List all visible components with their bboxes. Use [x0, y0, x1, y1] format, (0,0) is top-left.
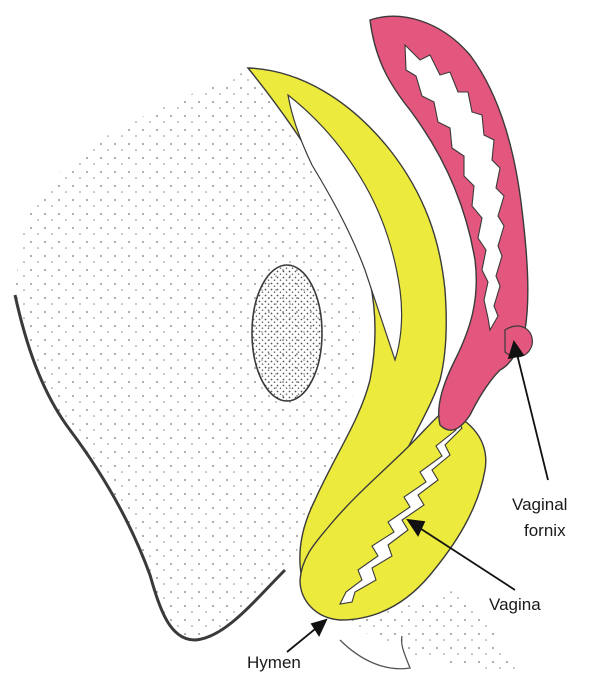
label-vaginal-fornix-line1: Vaginal	[512, 495, 567, 514]
fornix-arrow-line	[516, 350, 548, 480]
hymen-arrowhead	[312, 620, 326, 635]
label-vaginal-fornix-line2: fornix	[524, 521, 566, 540]
stippled-oval-structure	[252, 265, 322, 401]
label-hymen: Hymen	[247, 653, 301, 672]
label-vagina: Vagina	[489, 595, 541, 614]
